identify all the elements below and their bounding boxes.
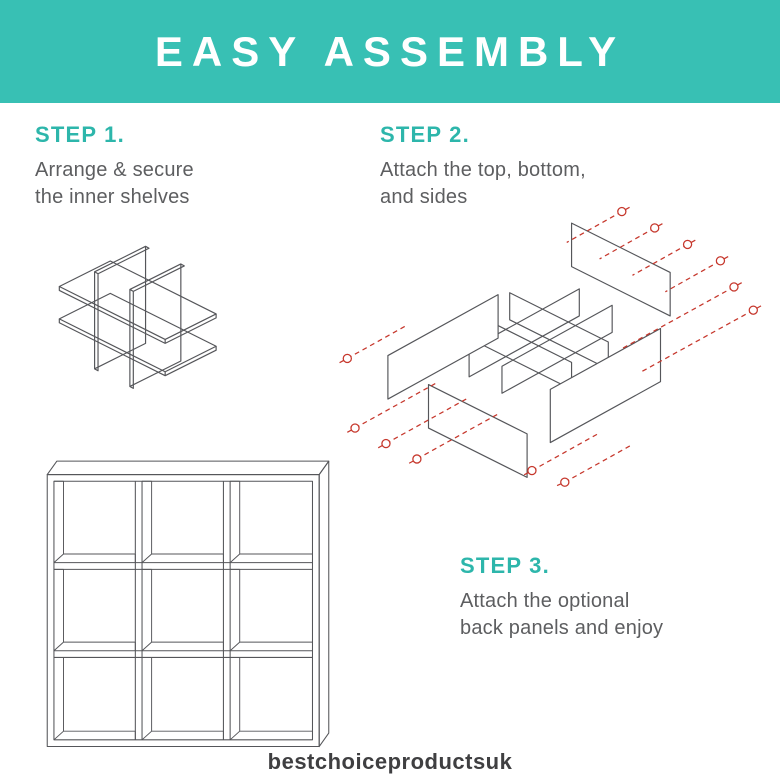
shelf-inner-frame [53, 480, 314, 741]
step3-description: Attach the optional back panels and enjo… [460, 590, 664, 639]
screw-line [632, 243, 688, 276]
exploded-frame-with-screws-diagram [339, 206, 762, 487]
page-title: EASY ASSEMBLY [154, 27, 626, 75]
screw-icon [748, 305, 762, 315]
step1-label: STEP 1. [35, 122, 125, 147]
left-side-panel [387, 294, 499, 400]
screw-icon [617, 206, 630, 217]
screw-line [346, 325, 407, 360]
header-banner: EASY ASSEMBLY [0, 0, 780, 103]
watermark-text: bestchoiceproductsuk [267, 749, 513, 774]
screw-line [564, 443, 633, 483]
step3-label: STEP 3. [460, 553, 550, 578]
screw-line [385, 398, 467, 445]
lattice-divider [509, 292, 609, 370]
front-panel [549, 327, 662, 444]
screws [339, 206, 762, 487]
step3-section: STEP 3. Attach the optional back panels … [460, 553, 663, 642]
screw-icon [729, 282, 743, 292]
screw-line [566, 210, 623, 244]
shelf-right-face [318, 460, 330, 748]
horizontal-shelves [53, 562, 313, 658]
cube-interior [229, 656, 313, 741]
step2-section: STEP 2. Attach the top, bottom, and side… [380, 122, 586, 211]
cube-interior [53, 656, 136, 741]
cube-interior [53, 480, 136, 564]
screw-icon [377, 438, 391, 449]
cube-interior [141, 568, 224, 652]
step2-label: STEP 2. [380, 122, 470, 147]
shelf-panel-thickness [58, 286, 217, 344]
cube-interiors [53, 480, 313, 741]
screw-icon [556, 477, 570, 487]
shelf-panel [58, 292, 217, 373]
vertical-dividers [134, 481, 231, 740]
screw-icon [715, 256, 729, 266]
screw-line [416, 413, 498, 460]
screw-line [531, 432, 600, 472]
screw-icon [408, 454, 422, 464]
step1-description: Arrange & secure the inner shelves [35, 159, 194, 208]
inner-shelves-lattice-diagram [58, 245, 217, 390]
bottom-panel [427, 383, 528, 478]
screw-guide-lines [346, 210, 754, 483]
assembled-9-cube-organizer-diagram [46, 460, 330, 748]
step1-section: STEP 1. Arrange & secure the inner shelv… [35, 122, 194, 211]
shelf-outer-frame [46, 474, 320, 748]
top-panel [570, 222, 671, 317]
screw-icon [682, 239, 696, 250]
screw-line [599, 227, 656, 260]
screw-line [354, 383, 436, 429]
cube-interior [141, 480, 224, 564]
screw-line [665, 260, 721, 293]
cube-interior [229, 568, 313, 652]
screw-icon [346, 423, 360, 433]
cube-interior [53, 568, 136, 652]
cube-interior [141, 656, 224, 741]
shelf-top-face [46, 460, 330, 476]
cube-interior [229, 480, 313, 564]
screw-icon [523, 465, 537, 476]
screw-icon [339, 353, 352, 364]
screw-line [619, 286, 735, 351]
screw-icon [650, 223, 663, 233]
shelf-panel [58, 260, 217, 341]
screw-line [638, 309, 754, 374]
shelf-panel-thickness [58, 318, 217, 377]
step2-description: Attach the top, bottom, and sides [380, 159, 586, 208]
